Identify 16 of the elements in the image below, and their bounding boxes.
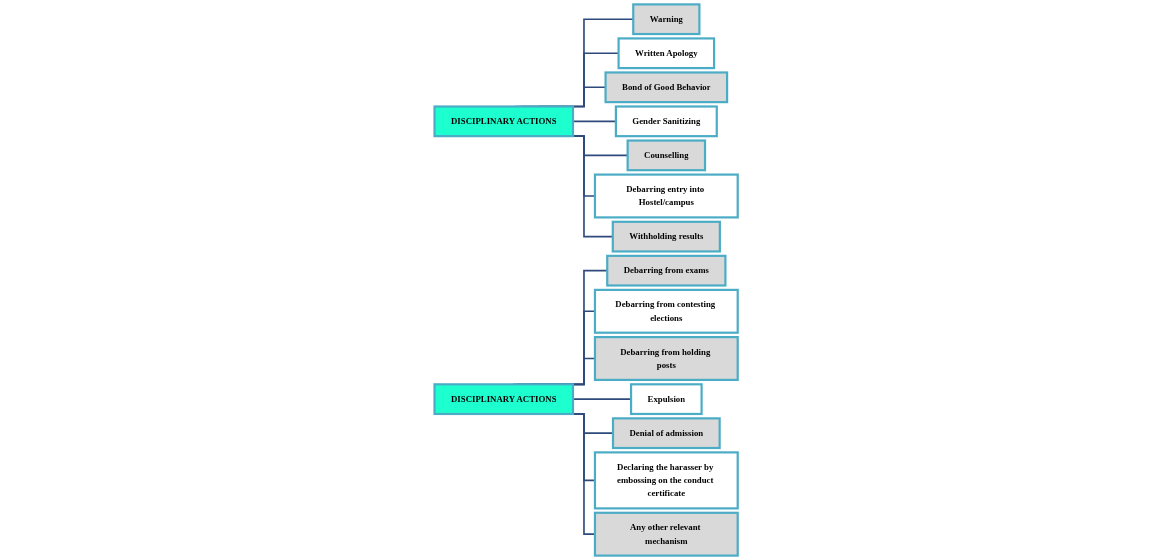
node-box: Expulsion	[630, 383, 704, 416]
node-box: Declaring the harasser by embossing on the conduct certificate	[594, 451, 740, 510]
node-box: Debarring from contesting elections	[594, 288, 740, 334]
node-box: Any other relevant mechanism	[594, 511, 740, 557]
node-box: Debarring from exams	[606, 254, 727, 287]
node-box: Debarring from holding posts	[594, 336, 740, 382]
node-box: Written Apology	[617, 37, 716, 70]
node-box: Counselling	[626, 139, 707, 172]
node-box: Debarring entry into Hostel/campus	[594, 173, 740, 219]
node-box: Withholding results	[612, 220, 722, 253]
node-box: Warning	[632, 3, 701, 36]
node-box: DISCIPLINARY ACTIONS	[433, 105, 575, 138]
node-box: Gender Sanitizing	[615, 105, 719, 138]
node-box: Denial of admission	[612, 417, 722, 450]
node-box: Bond of Good Behavior	[604, 71, 729, 104]
node-box: DISCIPLINARY ACTIONS	[433, 383, 575, 416]
